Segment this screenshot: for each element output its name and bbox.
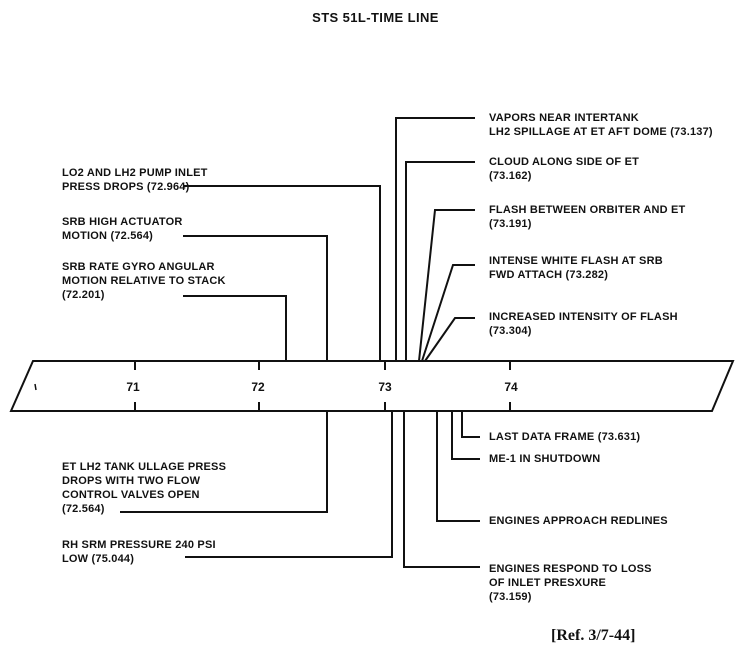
event-line: ME-1 IN SHUTDOWN (489, 453, 601, 465)
event-line: SRB RATE GYRO ANGULAR (62, 261, 215, 273)
event-line: INCREASED INTENSITY OF FLASH (489, 311, 678, 323)
diagram-title: STS 51L-TIME LINE (312, 10, 439, 25)
timeline-bar (9, 360, 735, 412)
event-lo2-lh2-label: LO2 AND LH2 PUMP INLET PRESS DROPS (72.9… (62, 166, 208, 194)
event-line: MOTION RELATIVE TO STACK (62, 275, 226, 287)
event-line: ENGINES APPROACH REDLINES (489, 515, 668, 527)
event-srb-gyro-label: SRB RATE GYRO ANGULAR MOTION RELATIVE TO… (62, 260, 226, 302)
leader-rh-srm (185, 411, 393, 558)
tick-label-72: 72 (251, 380, 265, 394)
leader-last-frame (461, 411, 480, 438)
event-line: MOTION (72.564) (62, 230, 154, 242)
leader-cloud (405, 161, 475, 361)
event-line: LOW (75.044) (62, 553, 135, 565)
reference-note: [Ref. 3/7-44] (551, 627, 636, 644)
event-line: SRB HIGH ACTUATOR (62, 216, 183, 228)
event-line: LO2 AND LH2 PUMP INLET (62, 167, 208, 179)
axis-ticks (134, 361, 511, 411)
leaders-below-right (403, 411, 480, 568)
event-flash-label: FLASH BETWEEN ORBITER AND ET (73.191) (489, 203, 685, 231)
event-line: (72.564) (62, 503, 105, 515)
event-line: LAST DATA FRAME (73.631) (489, 431, 641, 443)
tick-label-73: 73 (378, 380, 392, 394)
leader-et-lh2 (120, 411, 328, 513)
event-et-lh2-label: ET LH2 TANK ULLAGE PRESS DROPS WITH TWO … (62, 460, 226, 516)
event-line: (73.162) (489, 170, 532, 182)
event-line: FLASH BETWEEN ORBITER AND ET (489, 204, 686, 216)
event-increased-label: INCREASED INTENSITY OF FLASH (73.304) (489, 310, 678, 338)
event-line: LH2 SPILLAGE AT ET AFT DOME (73.137) (489, 126, 713, 138)
event-srb-actuator-label: SRB HIGH ACTUATOR MOTION (72.564) (62, 215, 183, 243)
event-last-frame-label: LAST DATA FRAME (73.631) (489, 430, 640, 444)
leader-white-flash (421, 264, 475, 362)
leaders-below-left (120, 411, 393, 558)
tick-label-71: 71 (126, 380, 140, 394)
event-line: ET LH2 TANK ULLAGE PRESS (62, 461, 227, 473)
leader-me1 (451, 411, 480, 460)
event-line: PRESS DROPS (72.964) (62, 181, 190, 193)
event-respond-label: ENGINES RESPOND TO LOSS OF INLET PRESXUR… (489, 562, 652, 604)
leader-redlines (436, 411, 480, 522)
event-white-flash-label: INTENSE WHITE FLASH AT SRB FWD ATTACH (7… (489, 254, 663, 282)
event-line: (72.201) (62, 289, 105, 301)
event-rh-srm-label: RH SRM PRESSURE 240 PSI LOW (75.044) (62, 538, 216, 566)
event-vapors-label: VAPORS NEAR INTERTANK LH2 SPILLAGE AT ET… (489, 111, 713, 139)
leader-respond (403, 411, 480, 568)
event-cloud-label: CLOUD ALONG SIDE OF ET (73.162) (489, 155, 639, 183)
leader-flash (418, 209, 475, 362)
event-line: (73.159) (489, 591, 532, 603)
leaders-above-left (183, 185, 381, 361)
leader-vapors (395, 117, 475, 361)
leader-lo2-lh2 (183, 185, 381, 361)
event-line: OF INLET PRESXURE (489, 577, 607, 589)
event-line: RH SRM PRESSURE 240 PSI (62, 539, 216, 551)
event-line: VAPORS NEAR INTERTANK (489, 112, 639, 124)
leader-increased (424, 317, 475, 362)
event-line: (73.304) (489, 325, 532, 337)
event-line: FWD ATTACH (73.282) (489, 269, 609, 281)
tick-label-74: 74 (504, 380, 518, 394)
leader-srb-gyro (183, 295, 287, 361)
leader-srb-actuator (183, 235, 328, 361)
event-me1-label: ME-1 IN SHUTDOWN (489, 452, 600, 466)
event-line: ENGINES RESPOND TO LOSS (489, 563, 652, 575)
event-line: (73.191) (489, 218, 532, 230)
event-line: DROPS WITH TWO FLOW (62, 475, 201, 487)
leaders-above-right (395, 117, 475, 362)
bar-mark (34, 383, 37, 391)
event-redlines-label: ENGINES APPROACH REDLINES (489, 514, 668, 528)
event-line: CONTROL VALVES OPEN (62, 489, 200, 501)
event-line: CLOUD ALONG SIDE OF ET (489, 156, 640, 168)
event-line: INTENSE WHITE FLASH AT SRB (489, 255, 663, 267)
